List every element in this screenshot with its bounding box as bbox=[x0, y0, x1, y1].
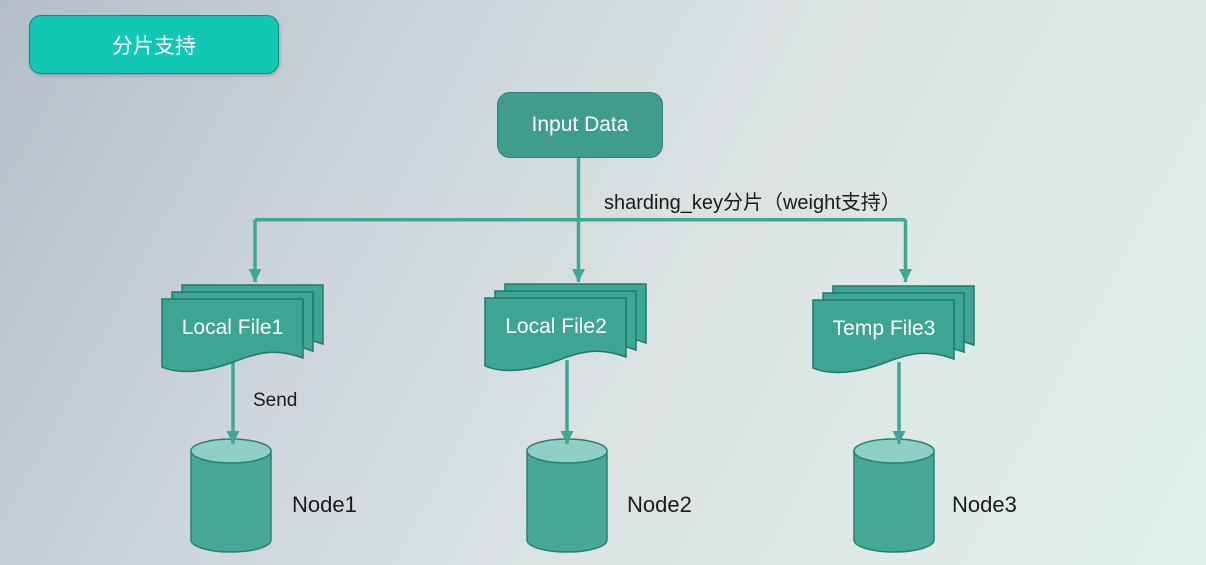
title-badge: 分片支持 bbox=[29, 15, 279, 74]
node2-cylinder-icon bbox=[526, 438, 608, 553]
file3-front-sheet bbox=[812, 299, 955, 374]
input-data-label: Input Data bbox=[531, 113, 629, 136]
file-stacks bbox=[161, 283, 975, 374]
file1-front-sheet bbox=[161, 298, 304, 373]
file-stack-local-file2-icon bbox=[484, 283, 647, 372]
node2-label: Node2 bbox=[627, 492, 692, 517]
node2-cylinder-body bbox=[526, 450, 608, 553]
title-badge-label: 分片支持 bbox=[112, 34, 196, 58]
node3-cylinder-icon bbox=[853, 438, 935, 553]
node1-label: Node1 bbox=[292, 492, 357, 517]
connectors bbox=[226, 156, 912, 444]
file-stack-local-file1-icon bbox=[161, 284, 324, 373]
input-data-box: Input Data bbox=[497, 92, 663, 158]
send-annotation: Send bbox=[253, 390, 298, 411]
node1-cylinder-body bbox=[190, 450, 272, 553]
node1-cylinder-icon bbox=[190, 438, 272, 553]
node3-cylinder-body bbox=[853, 450, 935, 553]
node1-cylinder-top bbox=[190, 438, 272, 464]
sharding-annotation: sharding_key分片（weight支持） bbox=[604, 192, 901, 214]
node-cylinders bbox=[190, 438, 935, 553]
file-stack-temp-file3-icon bbox=[812, 285, 975, 374]
file2-front-sheet bbox=[484, 297, 627, 372]
node3-cylinder-top bbox=[853, 438, 935, 464]
node3-label: Node3 bbox=[952, 492, 1017, 517]
